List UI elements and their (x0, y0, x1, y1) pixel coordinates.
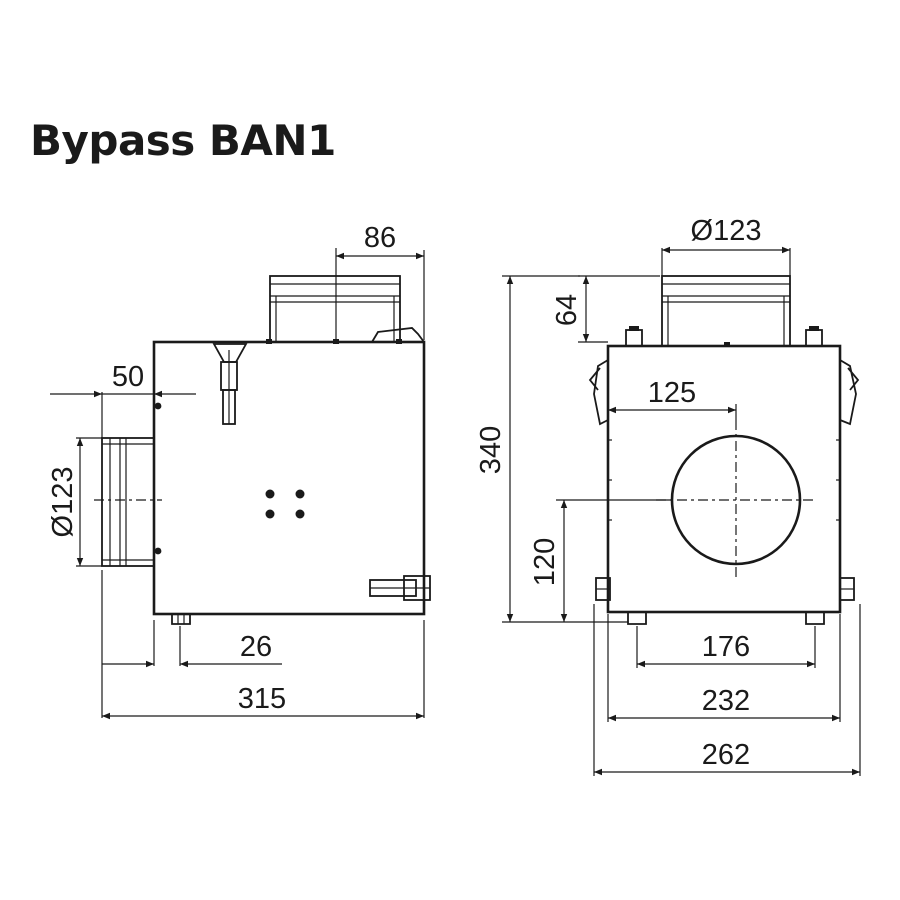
dim-front-125: 125 (608, 377, 737, 420)
dim-front-232: 232 (607, 614, 841, 722)
dim-front-262-label: 262 (702, 739, 750, 771)
dim-side-86: 86 (335, 222, 425, 340)
dim-front-176: 176 (636, 626, 816, 668)
dim-side-d123: Ø123 (47, 437, 102, 567)
dim-side-26-label: 26 (240, 631, 272, 663)
dim-side-315-label: 315 (238, 683, 286, 715)
side-feet (171, 614, 191, 625)
front-side-ticks (608, 439, 840, 521)
front-top-spigot (661, 275, 791, 347)
dim-side-26: 26 (102, 620, 282, 668)
dim-side-315: 315 (101, 570, 425, 720)
side-view: 86 50 Ø123 26 (47, 222, 431, 720)
front-top-blocks (625, 326, 823, 347)
dim-side-50-label: 50 (112, 361, 144, 393)
dim-front-125-label: 125 (648, 377, 696, 409)
side-left-spigot (101, 437, 155, 567)
dim-front-120-label: 120 (529, 538, 561, 586)
dim-front-262: 262 (593, 604, 861, 776)
front-body (606, 344, 842, 614)
front-feet (627, 612, 825, 625)
side-bottom-latch (369, 575, 431, 601)
side-screws (154, 339, 402, 555)
side-center-dots (265, 489, 305, 519)
front-left-clip (588, 359, 609, 426)
diagram-title: Bypass BAN1 (30, 116, 336, 165)
dim-front-176-label: 176 (702, 631, 750, 663)
dim-front-120: 120 (529, 499, 672, 622)
dim-side-d123-label: Ø123 (47, 467, 79, 538)
front-view: Ø123 64 340 125 120 (475, 215, 861, 776)
dim-front-232-label: 232 (702, 685, 750, 717)
side-top-latch (212, 343, 248, 425)
dim-front-d123: Ø123 (661, 215, 791, 276)
dim-side-86-label: 86 (364, 222, 396, 254)
dim-front-64: 64 (551, 275, 660, 343)
front-bottom-latches (595, 577, 855, 601)
dim-side-50: 50 (50, 342, 196, 438)
dim-front-340-label: 340 (475, 426, 507, 474)
dim-front-d123-label: Ø123 (691, 215, 762, 247)
side-top-hinge (371, 327, 425, 343)
side-body (152, 340, 426, 616)
dim-front-64-label: 64 (551, 294, 583, 326)
dim-front-340: 340 (475, 275, 628, 623)
front-right-clip (839, 359, 860, 426)
